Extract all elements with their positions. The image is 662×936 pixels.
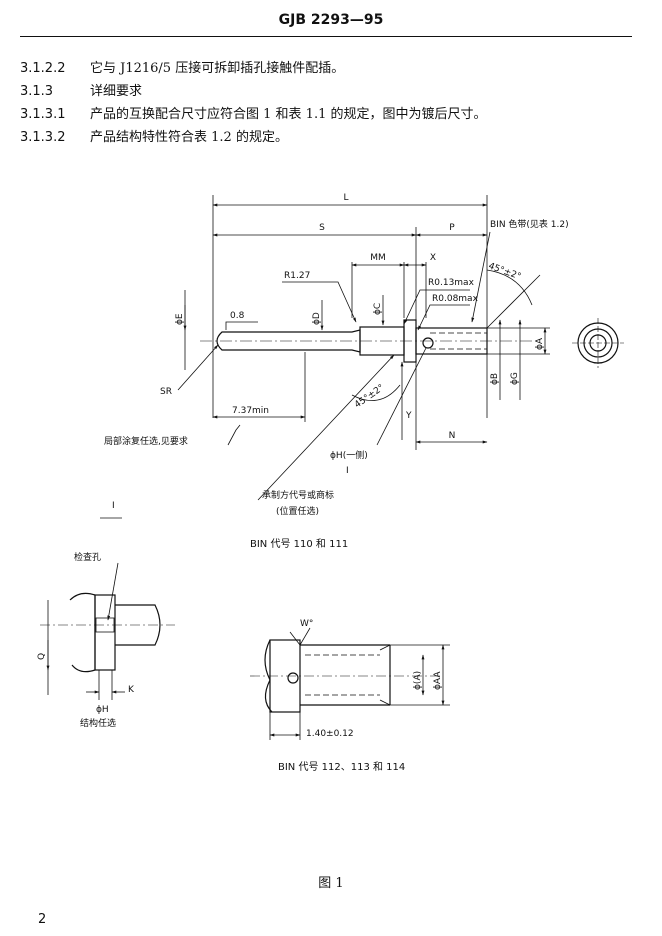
dia-B: ϕB	[490, 373, 500, 385]
dia-AA: ϕAA	[433, 671, 443, 690]
dim-K: K	[128, 685, 135, 695]
dim-Q: Q	[37, 653, 47, 660]
paragraph-text: 详细要求	[90, 84, 143, 99]
dim-N: N	[449, 431, 456, 441]
angle-right: 45°±2°	[487, 261, 522, 282]
dim-X: X	[430, 253, 436, 263]
detail-view-I	[40, 562, 175, 700]
dim-1-40: 1.40±0.12	[306, 729, 354, 739]
caption-bin-112: BIN 代号 112、113 和 114	[278, 761, 405, 773]
dia-D: ϕD	[312, 312, 322, 325]
w-angle: W°	[300, 619, 313, 629]
dim-0-8: 0.8	[230, 311, 245, 321]
paragraph-number: 3.1.3	[20, 84, 54, 99]
dia-G: ϕG	[510, 372, 520, 385]
paragraph-text: 产品的互换配合尺寸应符合图 1 和表 1.1 的规定，图中为镀后尺寸。	[90, 107, 487, 122]
end-view-circles	[572, 318, 624, 368]
dim-S: S	[319, 223, 325, 233]
structure-optional: 结构任选	[80, 717, 116, 729]
page-number: 2	[38, 912, 47, 927]
paragraph-text: 产品结构特性符合表 1.2 的规定。	[90, 130, 288, 145]
dim-Y: Y	[405, 411, 412, 421]
paragraph-number: 3.1.3.1	[20, 107, 66, 122]
paragraph-text: 它与 J1216/5 压接可拆卸插孔接触件配插。	[90, 61, 345, 76]
maker-mark-label: 承制方代号或商标	[262, 489, 334, 501]
view-I-ref: I	[346, 466, 349, 476]
caption-bin-110: BIN 代号 110 和 111	[250, 538, 348, 550]
dim-P: P	[449, 223, 455, 233]
paragraph-3-1-3-1: 3.1.3.1 产品的互换配合尺寸应符合图 1 和表 1.1 的规定，图中为镀后尺…	[20, 103, 486, 122]
bin-band-label: BIN 色带(见表 1.2)	[490, 218, 569, 230]
dia-A: ϕA	[535, 337, 545, 350]
maker-mark-position: (位置任选)	[276, 505, 319, 517]
main-pin-view	[177, 195, 624, 501]
dia-A-paren: ϕ(A)	[413, 671, 423, 690]
dim-MM: MM	[370, 253, 386, 263]
paragraph-3-1-2-2: 3.1.2.2 它与 J1216/5 压接可拆卸插孔接触件配插。	[20, 57, 344, 76]
dia-E: ϕE	[175, 313, 185, 325]
length-7-37min: 7.37min	[232, 406, 269, 416]
paragraph-3-1-3-2: 3.1.3.2 产品结构特性符合表 1.2 的规定。	[20, 126, 288, 145]
paragraph-number: 3.1.3.2	[20, 130, 66, 145]
radius-r127: R1.27	[284, 271, 310, 281]
header-rule	[20, 36, 632, 37]
dim-L: L	[343, 193, 348, 203]
view-I-label: I	[112, 501, 115, 511]
angle-lower: 45°±2°	[353, 383, 386, 411]
paragraph-3-1-3: 3.1.3 详细要求	[20, 80, 142, 99]
dia-H: ϕH	[96, 705, 109, 715]
sr-label: SR	[160, 387, 172, 397]
document-header: GJB 2293—95	[278, 12, 384, 28]
coating-note: 局部涂复任选,见要求	[104, 435, 188, 447]
paragraph-number: 3.1.2.2	[20, 61, 66, 76]
inspection-hole-label: 检查孔	[74, 551, 101, 563]
bin-112-view	[250, 627, 450, 740]
figure-title: 图 1	[318, 876, 344, 891]
radius-r008: R0.08max	[432, 294, 479, 304]
radius-r013: R0.13max	[428, 278, 475, 288]
dia-H-one-side: ϕH(一侧)	[330, 449, 368, 461]
dia-C: ϕC	[373, 303, 383, 315]
